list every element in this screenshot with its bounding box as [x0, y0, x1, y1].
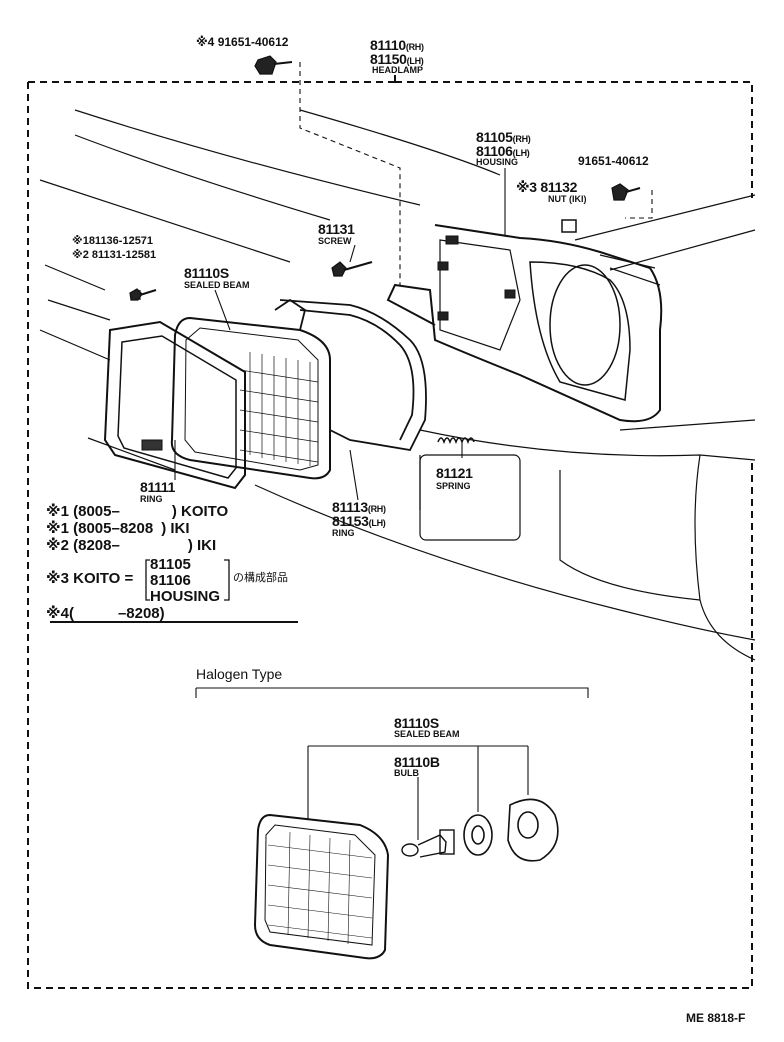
sealed-beam-lamp	[170, 316, 331, 480]
label-nut: NUT (IKI)	[548, 194, 587, 204]
solid-leaders	[50, 168, 589, 840]
note-4-item-1: 81105	[150, 556, 191, 573]
label-bulb: BULB	[394, 768, 419, 778]
dashed-leaders	[299, 62, 653, 285]
label-81131: 81131	[318, 221, 355, 237]
note-5: ※4(–8208)	[46, 605, 165, 622]
screw-icon	[331, 260, 373, 277]
note-4: ※3 KOITO =	[46, 570, 134, 587]
assembly-frame	[27, 72, 753, 989]
label-81105: 81105(RH)	[476, 129, 531, 145]
bolt-icon	[611, 183, 641, 201]
label-81106: 81106(LH)	[476, 143, 530, 159]
label-81121: 81121	[436, 465, 473, 481]
label-halogen-81110s: 81110S	[394, 715, 439, 731]
note-4-item-3: HOUSING	[150, 588, 221, 605]
halogen-sealed-beam	[253, 813, 390, 960]
label-screw-2: ※2 81131-12581	[72, 249, 157, 261]
label-bolt-top: ※4 91651-40612	[196, 35, 289, 49]
note-4-suffix: の構成部品	[233, 572, 288, 584]
label-ring: RING	[140, 494, 163, 504]
note-2: ※1 (8005–8208) IKI	[46, 520, 190, 537]
label-sealed-beam: SEALED BEAM	[184, 280, 250, 290]
label-81110: 81110(RH)	[370, 37, 424, 53]
figure-code: ME 8818-F	[686, 1011, 746, 1025]
bulb-icon	[401, 829, 455, 858]
rubber-cap-icon	[507, 798, 559, 862]
label-screw: SCREW	[318, 236, 352, 246]
halogen-title: Halogen Type	[196, 666, 283, 682]
label-bolt-right: 91651-40612	[578, 154, 649, 168]
label-halogen-sealed-beam: SEALED BEAM	[394, 729, 460, 739]
label-spring: SPRING	[436, 481, 471, 491]
vehicle-body-outline	[39, 109, 756, 661]
label-81110s: 81110S	[184, 265, 229, 281]
housing-bracket	[386, 224, 663, 423]
label-screw-1: ※181136-12571	[72, 235, 154, 247]
label-housing: HOUSING	[476, 157, 519, 167]
label-81111: 81111	[140, 479, 176, 495]
label-81153: 81153(LH)	[332, 513, 386, 529]
note-3: ※2 (8208–) IKI	[46, 537, 217, 554]
socket-ring-icon	[463, 814, 493, 856]
label-81110b: 81110B	[394, 754, 440, 770]
label-81150: 81150(LH)	[370, 51, 424, 67]
mounting-ring	[274, 298, 427, 451]
label-81113: 81113(RH)	[332, 499, 386, 515]
spring-icon	[437, 437, 475, 445]
label-headlamp: HEADLAMP	[372, 65, 423, 75]
bolt-icon	[254, 55, 293, 75]
screw-icon	[129, 288, 157, 301]
koito-bracket	[145, 559, 230, 601]
nut-icon	[561, 219, 577, 233]
note-1: ※1 (8005–) KOITO	[46, 503, 229, 520]
note-4-item-2: 81106	[150, 572, 191, 589]
label-ring-2: RING	[332, 528, 355, 538]
label-81132: ※3 81132	[516, 179, 578, 195]
